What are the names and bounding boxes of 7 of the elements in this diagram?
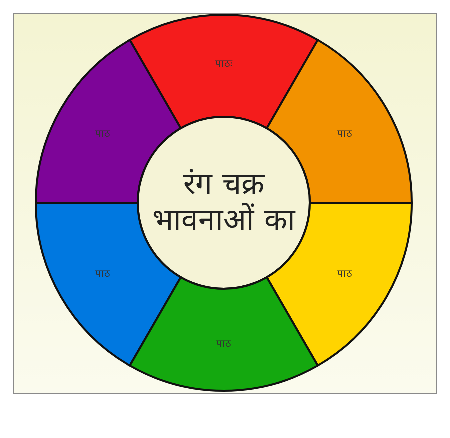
segment-label: पाठ	[216, 338, 232, 350]
segment-label: पाठ	[95, 268, 110, 280]
segment-label: पाठ	[95, 128, 110, 140]
segment-label: पाठ	[338, 268, 353, 280]
center-title: रंग चक्र भावनाओं का	[152, 167, 297, 239]
segment-label: पाठ	[338, 128, 353, 140]
segment-label: पाठः	[216, 58, 232, 70]
